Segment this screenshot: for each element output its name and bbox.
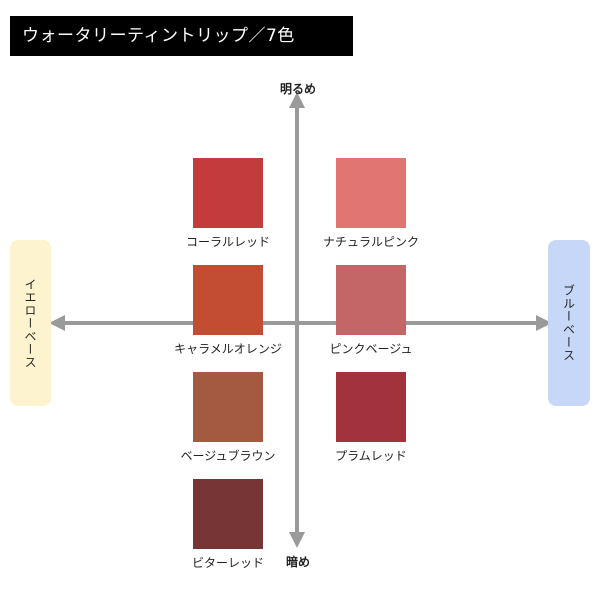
page-title: ウォータリーティントリップ／7色 bbox=[10, 16, 353, 56]
swatch-label-caramel-orange: キャラメルオレンジ bbox=[174, 342, 282, 356]
swatch-label-bitter-red: ビターレッド bbox=[191, 556, 264, 570]
yellow-base-pill: イエローベース bbox=[10, 240, 51, 406]
swatch-bitter-red bbox=[193, 479, 263, 549]
swatch-beige-brown bbox=[193, 372, 263, 442]
swatch-natural-pink bbox=[336, 158, 406, 228]
yellow-base-label: イエローベース bbox=[23, 277, 37, 369]
swatch-coral-red bbox=[193, 158, 263, 228]
swatch-label-beige-brown: ベージュブラウン bbox=[180, 449, 276, 463]
swatch-plum-red bbox=[336, 372, 406, 442]
blue-base-label: ブルーベース bbox=[561, 284, 576, 362]
swatch-pink-beige bbox=[336, 265, 406, 335]
swatch-caramel-orange bbox=[193, 265, 263, 335]
swatch-label-coral-red: コーラルレッド bbox=[185, 235, 270, 249]
swatch-label-pink-beige: ピンクベージュ bbox=[329, 342, 413, 356]
axis-label-dark: 暗め bbox=[286, 555, 311, 569]
swatch-label-natural-pink: ナチュラルピンク bbox=[322, 235, 419, 249]
blue-base-pill: ブルーベース bbox=[548, 240, 590, 406]
swatch-label-plum-red: プラムレッド bbox=[335, 449, 407, 463]
axis-label-bright: 明るめ bbox=[280, 82, 317, 96]
